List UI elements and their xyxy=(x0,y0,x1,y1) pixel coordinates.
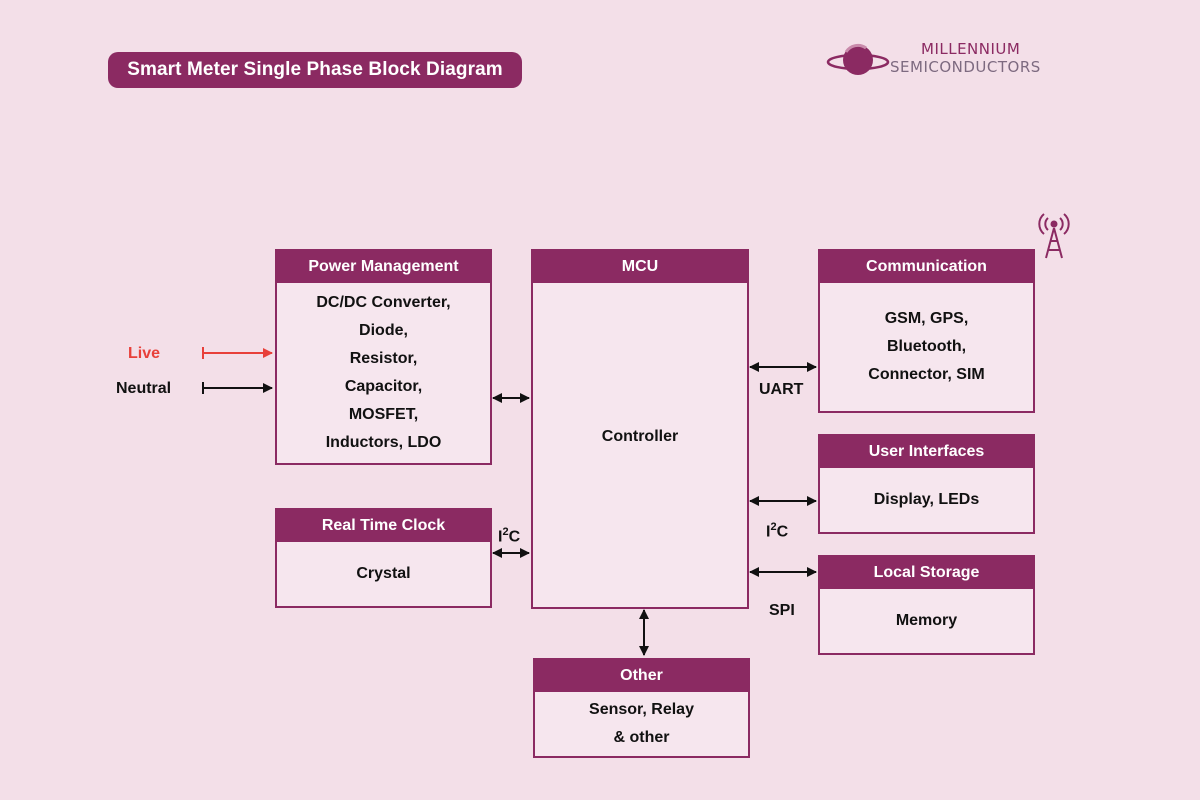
block-line: Inductors, LDO xyxy=(325,434,442,451)
communication-block: Communication GSM, GPS, Bluetooth, Conne… xyxy=(818,249,1035,413)
block-body: Controller xyxy=(533,283,747,607)
block-body: DC/DC Converter, Diode, Resistor, Capaci… xyxy=(277,283,490,463)
block-line: Controller xyxy=(601,428,679,445)
block-header: Local Storage xyxy=(820,557,1033,589)
radio-tower-icon xyxy=(1038,213,1070,259)
block-line: Sensor, Relay xyxy=(589,701,694,718)
block-header: MCU xyxy=(533,251,747,283)
other-block: Other Sensor, Relay & other xyxy=(533,658,750,758)
diagram-title: Smart Meter Single Phase Block Diagram xyxy=(108,52,522,88)
block-body: Memory xyxy=(820,589,1033,653)
spi-label: SPI xyxy=(769,602,795,619)
block-line: Diode, xyxy=(359,322,408,339)
live-wire-arrow xyxy=(202,347,273,359)
block-line: Connector, SIM xyxy=(868,366,985,383)
local-storage-block: Local Storage Memory xyxy=(818,555,1035,655)
block-line: MOSFET, xyxy=(348,406,419,423)
block-line: DC/DC Converter, xyxy=(316,294,451,311)
block-line: Resistor, xyxy=(349,350,418,367)
user-interfaces-block: User Interfaces Display, LEDs xyxy=(818,434,1035,534)
mcu-block: MCU Controller xyxy=(531,249,749,609)
block-header: Real Time Clock xyxy=(277,510,490,542)
block-body: GSM, GPS, Bluetooth, Connector, SIM xyxy=(820,283,1033,411)
company-logo: MILLENNIUM SEMICONDUCTORS xyxy=(826,38,1066,84)
neutral-wire-arrow xyxy=(202,382,273,394)
block-body: Sensor, Relay & other xyxy=(535,692,748,756)
block-body: Display, LEDs xyxy=(820,468,1033,532)
block-header: User Interfaces xyxy=(820,436,1033,468)
block-line: Capacitor, xyxy=(344,378,423,395)
rtc-i2c-label: I2C xyxy=(498,526,521,546)
block-header: Communication xyxy=(820,251,1033,283)
block-line: GSM, GPS, xyxy=(884,310,969,327)
block-body: Crystal xyxy=(277,542,490,606)
block-line: Bluetooth, xyxy=(886,338,967,355)
logo-line-1: MILLENNIUM xyxy=(921,40,1021,58)
block-line: Memory xyxy=(895,612,958,629)
neutral-label: Neutral xyxy=(116,380,172,397)
block-header: Other xyxy=(535,660,748,692)
block-header: Power Management xyxy=(277,251,490,283)
real-time-clock-block: Real Time Clock Crystal xyxy=(275,508,492,608)
logo-line-2: SEMICONDUCTORS xyxy=(890,58,1041,76)
block-line: Display, LEDs xyxy=(873,491,980,508)
live-label: Live xyxy=(128,345,161,362)
block-line: & other xyxy=(613,729,670,746)
planet-ring-icon xyxy=(826,43,890,75)
power-management-block: Power Management DC/DC Converter, Diode,… xyxy=(275,249,492,465)
ui-i2c-label: I2C xyxy=(766,521,789,541)
uart-label: UART xyxy=(759,381,804,398)
block-line: Crystal xyxy=(356,565,411,582)
